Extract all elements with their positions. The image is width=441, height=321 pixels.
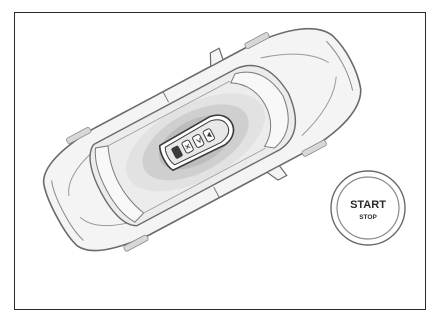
start-stop-button[interactable]: START STOP — [331, 171, 405, 245]
car-top-view-illustration — [23, 0, 385, 280]
stop-label: STOP — [359, 214, 377, 221]
start-label: START — [350, 199, 386, 211]
